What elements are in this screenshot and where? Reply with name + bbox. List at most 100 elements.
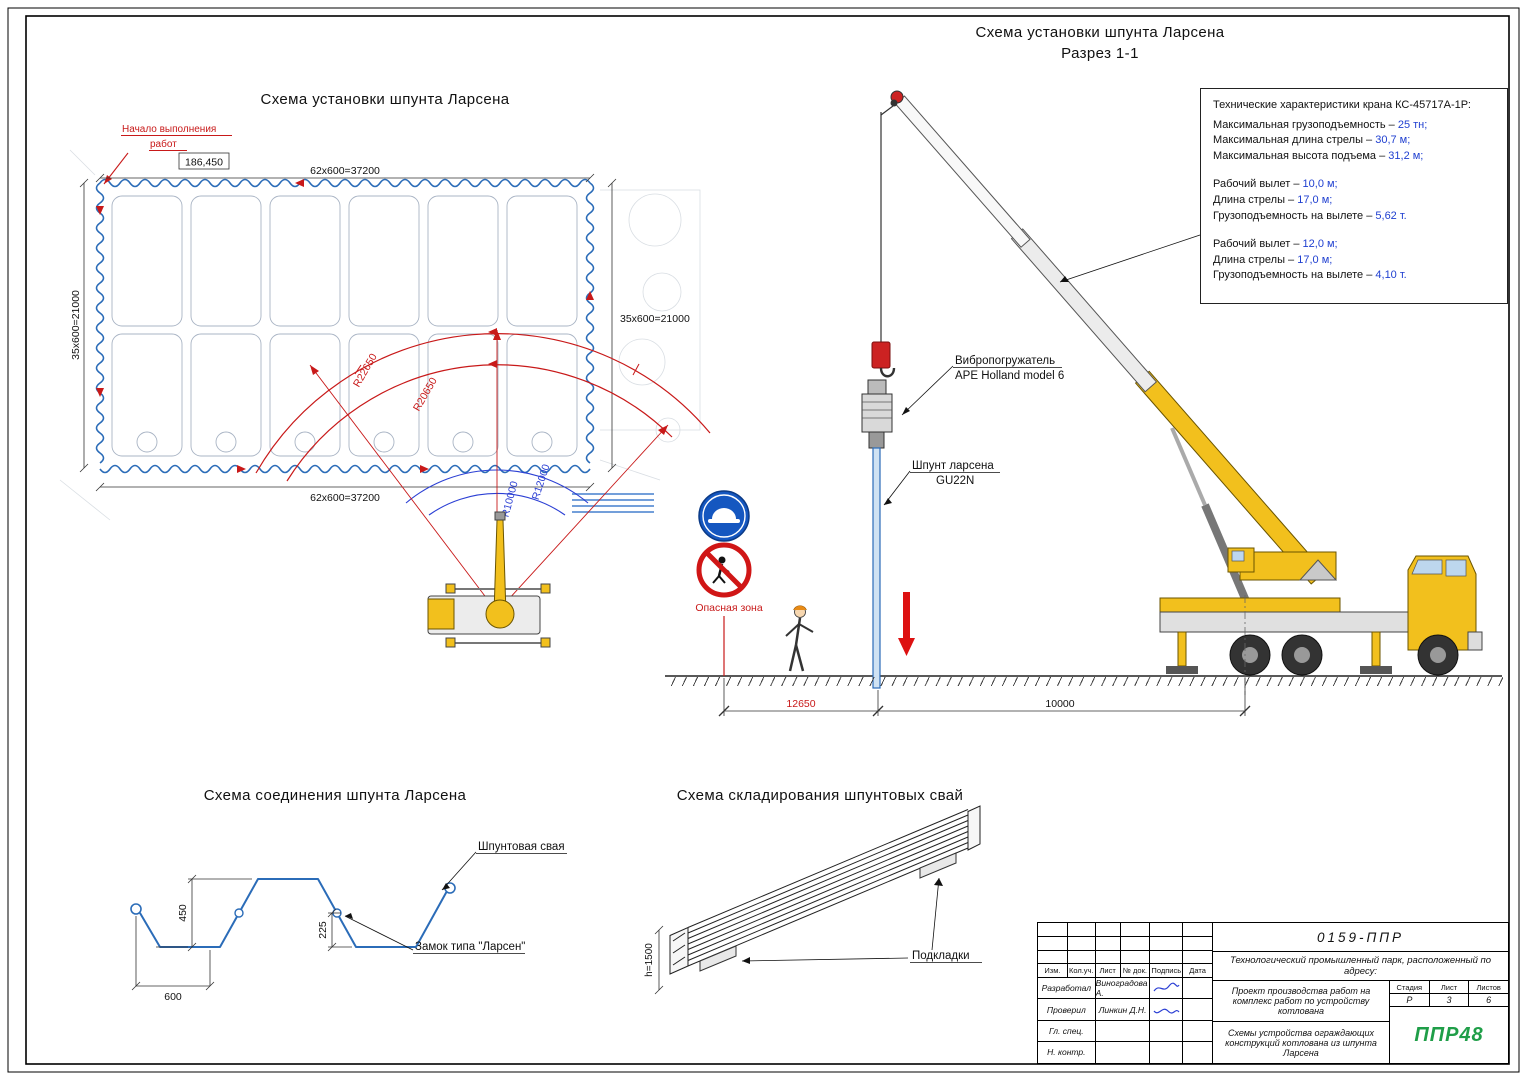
company-logo: ППР48	[1414, 1023, 1484, 1046]
specs-line: Грузоподъемность на вылете – 5,62 т.	[1213, 209, 1495, 225]
col-list: Лист	[1096, 964, 1121, 978]
spec-label: Рабочий вылет –	[1213, 178, 1303, 191]
spec-label: Грузоподъемность на вылете –	[1213, 209, 1376, 222]
specs-leader-arrowhead	[1060, 276, 1069, 282]
title-block: Изм. Кол.уч. Лист № док. Подпись Дата Ра…	[1037, 922, 1509, 1064]
specs-title: Технические характеристики крана КС-4571…	[1213, 99, 1471, 111]
pads-label: Подкладки	[912, 950, 970, 962]
boom-head	[880, 90, 904, 116]
pit-interior-cells	[111, 195, 578, 457]
col-izm: Изм.	[1038, 964, 1068, 978]
specs-line: Грузоподъемность на вылете – 4,10 т.	[1213, 268, 1495, 284]
plan-title: Схема установки шпунта Ларсена	[260, 91, 509, 108]
spec-value: 17,0 м;	[1297, 194, 1333, 207]
installation-direction-arrows	[96, 179, 594, 473]
revision-row	[1038, 936, 1212, 951]
stage-label: Стадия	[1390, 981, 1430, 993]
spec-value: 4,10 т.	[1375, 269, 1407, 282]
mandatory-helmet-sign	[698, 490, 750, 542]
no-pedestrian-sign	[696, 542, 752, 598]
sheet-label: Лист	[1430, 981, 1470, 993]
person-name: Линкин Д.Н.	[1096, 999, 1151, 1020]
boom	[894, 95, 1326, 585]
plan-view: Схема установки шпунта Ларсена	[59, 91, 711, 648]
pile-callout: Шпунт ларсена GU22N	[883, 460, 1000, 506]
vibro-model: APE Holland model 6	[955, 370, 1064, 382]
spec-value: 30,7 м;	[1375, 134, 1411, 147]
signature-developed	[1150, 978, 1184, 999]
title-block-info: 0159-ППР Технологический промышленный па…	[1213, 923, 1508, 1063]
start-note-line1: Начало выполнения	[122, 124, 216, 135]
pile-label-callout: Шпунтовая свая	[441, 841, 567, 891]
plan-dim-top: 62х600=37200	[310, 165, 380, 177]
radius-outer-label: R22650	[351, 351, 380, 389]
connection-title: Схема соединения шпунта Ларсена	[204, 787, 467, 804]
radius-inner-label: R20650	[411, 375, 440, 413]
pile-model: GU22N	[936, 475, 974, 487]
danger-zone-label: Опасная зона	[695, 602, 763, 614]
larsen-lock-label: Замок типа "Ларсен"	[415, 941, 525, 953]
specs-line: Длина стрелы – 17,0 м;	[1213, 193, 1495, 209]
specs-line: Длина стрелы – 17,0 м;	[1213, 253, 1495, 269]
title-block-signatures: Изм. Кол.уч. Лист № док. Подпись Дата Ра…	[1038, 923, 1213, 1064]
spec-label: Рабочий вылет –	[1213, 238, 1303, 251]
spec-value: 10,0 м;	[1302, 178, 1338, 191]
spec-label: Длина стрелы –	[1213, 194, 1298, 207]
lock-label-callout: Замок типа "Ларсен"	[344, 913, 525, 954]
signature-row-checked: Проверил Линкин Д.Н.	[1038, 999, 1212, 1021]
vibro-callout: Вибропогружатель APE Holland model 6	[901, 355, 1064, 416]
spec-label: Максимальная высота подъема –	[1213, 149, 1389, 162]
spec-value: 17,0 м;	[1297, 253, 1333, 266]
spec-label: Грузоподъемность на вылете –	[1213, 269, 1376, 282]
role-label: Разработал	[1038, 978, 1096, 999]
revision-header-row: Изм. Кол.уч. Лист № док. Подпись Дата	[1038, 964, 1212, 979]
crane-plan-view	[427, 511, 551, 648]
specs-line: Максимальная высота подъема – 31,2 м;	[1213, 149, 1495, 165]
storage-scheme: Схема складирования шпунтовых свай Подкл…	[644, 787, 982, 995]
col-doc: № док.	[1121, 964, 1151, 978]
plan-dim-left: 35х600=21000	[70, 290, 82, 360]
col-date: Дата	[1189, 966, 1206, 976]
pads-callout: Подкладки	[741, 877, 982, 964]
connection-dimensions	[131, 874, 352, 991]
specs-line: Рабочий вылет – 12,0 м;	[1213, 237, 1495, 253]
sheet-value: 3	[1430, 994, 1470, 1006]
person-name: Виноградова А.	[1096, 978, 1151, 999]
role-label: Гл. спец.	[1038, 1020, 1096, 1041]
stack-pads	[699, 852, 957, 972]
dim-working-radius: 10000	[1045, 698, 1074, 710]
signature-row-ncontrol: Н. контр.	[1038, 1041, 1212, 1064]
signature-checked	[1150, 999, 1184, 1020]
signature-row-developed: Разработал Виноградова А.	[1038, 978, 1212, 1000]
truck-wheels	[1229, 634, 1459, 676]
document-number: 0159-ППР	[1213, 923, 1508, 952]
stage-sheet-values: Р 3 6	[1390, 994, 1508, 1007]
stage-sheet-header: Стадия Лист Листов	[1390, 981, 1508, 994]
object-description: Технологический промышленный парк, распо…	[1213, 952, 1508, 981]
person-name	[1096, 1020, 1151, 1041]
specs-line: Рабочий вылет – 10,0 м;	[1213, 177, 1495, 193]
radius-blue2-label: R12000	[530, 463, 553, 502]
sheet-title: Схемы устройства ограждающих конструкций…	[1225, 1027, 1377, 1058]
section-title: Схема установки шпунта Ларсена	[975, 24, 1224, 41]
section-view: Схема установки шпунта Ларсена Разрез 1-…	[665, 24, 1502, 717]
role-label: Н. контр.	[1038, 1041, 1096, 1064]
spec-value: 12,0 м;	[1302, 238, 1338, 251]
dim-600: 600	[164, 991, 182, 1003]
water-hatch	[572, 493, 654, 513]
spec-value: 25 тн;	[1397, 118, 1428, 131]
vibro-label: Вибропогружатель	[955, 355, 1055, 367]
worker-figure	[785, 605, 814, 672]
background-site-plan	[59, 149, 701, 521]
connection-scheme: Схема соединения шпунта Ларсена 450 225 …	[130, 787, 567, 1003]
person-name	[1096, 1041, 1151, 1064]
plan-dim-bottom: 62х600=37200	[310, 492, 380, 504]
crane-elevation	[871, 90, 1483, 695]
outriggers	[1166, 631, 1392, 674]
stage-value: Р	[1390, 994, 1430, 1006]
work-title: Проект производства работ на комплекс ра…	[1213, 981, 1389, 1022]
sheet-pile-label: Шпунтовая свая	[478, 841, 565, 853]
ground-hatch	[665, 677, 1503, 686]
stack-height-dim	[654, 925, 664, 995]
section-subtitle: Разрез 1-1	[1061, 45, 1139, 62]
